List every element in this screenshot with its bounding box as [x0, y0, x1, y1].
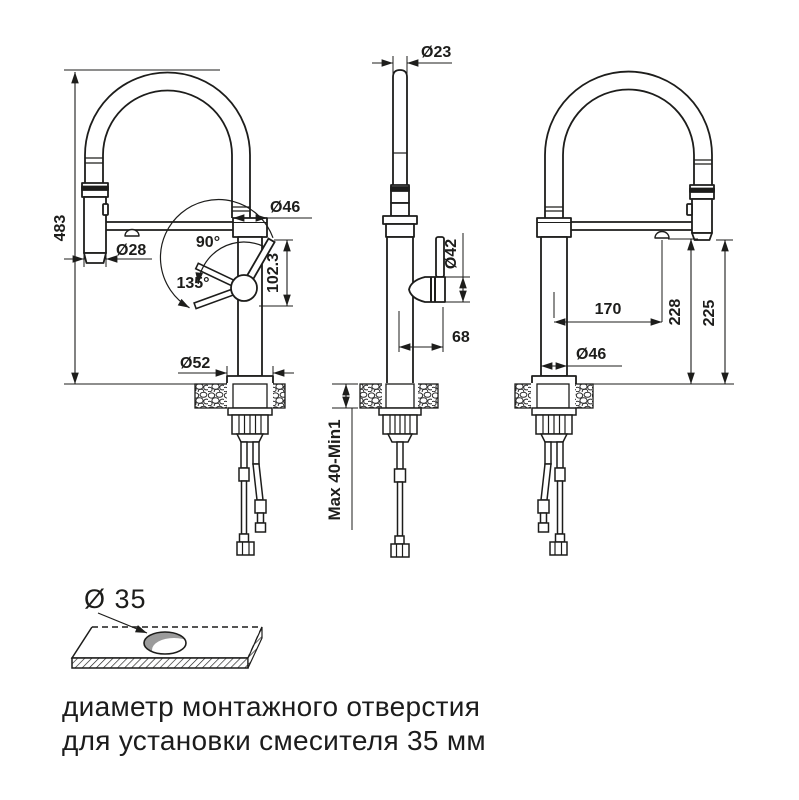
side-dimensions: [332, 56, 470, 530]
dim-tip-diameter: Ø23: [421, 44, 451, 61]
mounting-hole-detail: Ø 35: [70, 584, 264, 669]
dim-body-diameter: Ø46: [576, 346, 606, 363]
front-countertop: [194, 383, 286, 409]
caption: диаметр монтажного отверстия для установ…: [62, 690, 622, 758]
technical-drawing: 483 Ø28 Ø46 90° 135° 102.3 Ø52: [52, 44, 734, 669]
dim-spout-reach: 170: [595, 301, 622, 318]
rear-dimensions: [540, 238, 734, 385]
side-countertop: [359, 383, 439, 409]
caption-line-1: диаметр монтажного отверстия: [62, 691, 481, 722]
dim-angle-135: 135°: [176, 275, 209, 292]
dim-total-height: 483: [52, 215, 69, 242]
front-dimensions: [64, 69, 312, 385]
dim-deck-thickness: Max 40-Min1: [325, 419, 344, 520]
dim-handle-offset: 68: [452, 329, 470, 346]
dim-outlet-height: 228: [667, 299, 684, 326]
mounting-hole: [144, 632, 186, 654]
dim-base-diameter: Ø52: [180, 355, 210, 372]
handle-positions: [159, 199, 276, 310]
dim-spray-diameter: Ø28: [116, 242, 146, 259]
dim-handle-diameter: Ø42: [443, 239, 460, 269]
front-faucet-outline: [81, 71, 274, 385]
side-view: Ø23 Ø42 68 Max 40-Min1: [325, 44, 470, 558]
rear-faucet-outline: [531, 70, 715, 385]
front-view: 483 Ø28 Ø46 90° 135° 102.3 Ø52: [52, 69, 312, 556]
side-faucet-outline: [382, 69, 446, 385]
dim-handle-length: 102.3: [265, 253, 282, 293]
side-supply-hose: [378, 407, 422, 558]
rear-view: 170 228 225 Ø46: [514, 70, 734, 556]
leader-line: [97, 612, 148, 634]
countertop-front-face: [71, 657, 249, 669]
rear-countertop: [514, 383, 594, 409]
dim-spout-diameter: Ø46: [270, 199, 300, 216]
rear-supply-hoses: [531, 407, 577, 556]
countertop-side-face: [247, 626, 263, 669]
front-supply-hoses: [227, 407, 273, 556]
dim-hole-diameter: Ø 35: [84, 584, 147, 614]
dim-angle-90: 90°: [196, 234, 220, 251]
dim-spray-height: 225: [701, 300, 718, 327]
caption-line-2: для установки смесителя 35 мм: [62, 725, 486, 756]
